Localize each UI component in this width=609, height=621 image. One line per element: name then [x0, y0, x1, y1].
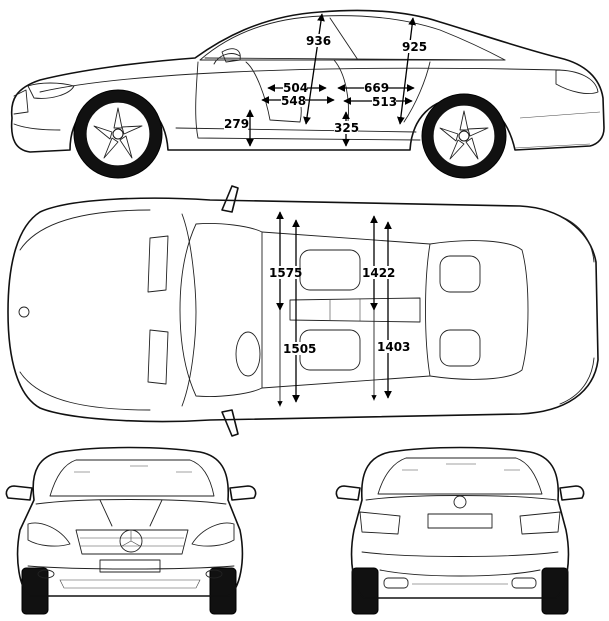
- dim-325: 325: [334, 121, 359, 135]
- dim-1505: 1505: [283, 342, 316, 356]
- dim-504: 504: [283, 81, 308, 95]
- dim-line-936: [303, 13, 325, 125]
- top-view: 1575 1422 1505 1403: [7, 185, 599, 437]
- dim-669: 669: [364, 81, 389, 95]
- dim-936: 936: [306, 34, 331, 48]
- dim-1422: 1422: [362, 266, 395, 280]
- dim-513: 513: [372, 95, 397, 109]
- dim-925: 925: [402, 40, 427, 54]
- side-view: 936 925 504 548 669 513 279 325: [10, 9, 605, 179]
- dim-1403: 1403: [377, 340, 410, 354]
- dim-1575: 1575: [269, 266, 302, 280]
- front-view: [5, 446, 257, 615]
- dim-548: 548: [281, 94, 306, 108]
- dim-279: 279: [224, 117, 249, 131]
- dim-line-925: [396, 17, 417, 125]
- rear-view: [335, 446, 585, 615]
